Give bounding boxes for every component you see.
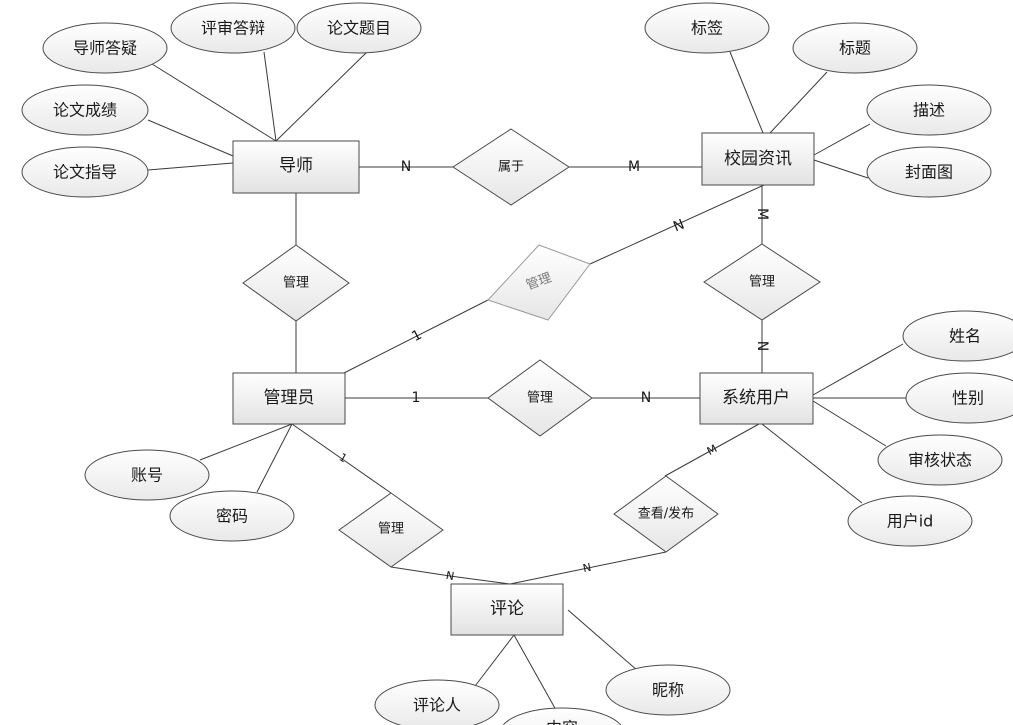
- edge-manage-comment: [390, 566, 511, 585]
- edge-user-review-status: [812, 400, 887, 447]
- attribute-cover-image: 封面图: [866, 146, 992, 198]
- attribute-thesis-title: 论文题目: [296, 2, 422, 54]
- relationship-manage-tutor: 管理: [242, 244, 350, 322]
- svg-text:论文成绩: 论文成绩: [53, 101, 117, 120]
- svg-text:性别: 性别: [952, 389, 984, 408]
- svg-text:账号: 账号: [131, 466, 163, 485]
- svg-text:审核状态: 审核状态: [908, 451, 972, 470]
- attribute-tag: 标签: [644, 2, 770, 54]
- edge-news-description: [813, 123, 871, 156]
- relationships: 属于 管理 管理 管理 管理 管理 查看/发布: [242, 128, 821, 568]
- svg-text:昵称: 昵称: [652, 681, 684, 700]
- card-user-view-m: M: [705, 442, 719, 458]
- edge-admin-manage-comment: [291, 423, 392, 494]
- attribute-gender: 性别: [905, 372, 1013, 424]
- svg-text:导师: 导师: [279, 156, 313, 176]
- edge-comment-nickname: [567, 609, 639, 672]
- entity-tutor: 导师: [232, 140, 360, 194]
- attribute-partial: 内容: [502, 707, 622, 725]
- relationship-view-publish: 查看/发布: [613, 475, 719, 553]
- entities: 导师 校园资讯 管理员 系统用户 评论: [232, 132, 815, 636]
- svg-text:标签: 标签: [691, 19, 723, 38]
- edge-manage-admin-diag: [343, 299, 489, 374]
- attribute-password: 密码: [169, 490, 295, 542]
- attribute-thesis-grade: 论文成绩: [21, 84, 149, 136]
- entity-comment: 评论: [450, 583, 564, 636]
- entity-news: 校园资讯: [701, 132, 815, 186]
- edge-tutor-thesis-grade: [147, 119, 234, 157]
- edge-user-name: [812, 343, 904, 396]
- svg-text:描述: 描述: [913, 101, 945, 120]
- card-belongs-news: M: [628, 159, 640, 175]
- card-tutor-belongs: N: [401, 159, 411, 175]
- svg-text:评论人: 评论人: [413, 696, 461, 715]
- svg-text:导师答疑: 导师答疑: [73, 39, 137, 58]
- svg-text:查看/发布: 查看/发布: [638, 506, 694, 522]
- edge-comment-commenter: [471, 634, 515, 691]
- edge-user-view: [664, 423, 760, 477]
- svg-text:论文题目: 论文题目: [327, 19, 391, 38]
- svg-text:评审答辩: 评审答辩: [201, 19, 265, 38]
- svg-text:密码: 密码: [216, 507, 248, 526]
- edge-news-title: [769, 71, 828, 134]
- card-news-vertical: M: [754, 208, 770, 220]
- edge-tutor-thesis-guidance: [147, 162, 234, 171]
- attribute-name: 姓名: [902, 310, 1013, 362]
- svg-text:管理: 管理: [283, 276, 309, 291]
- edge-admin-account: [199, 423, 293, 461]
- svg-text:校园资讯: 校园资讯: [724, 149, 792, 169]
- card-admin-user-n: N: [641, 390, 651, 406]
- attributes: 导师答疑 评审答辩 论文题目 论文成绩 论文指导 标签 标题 描述: [21, 2, 1013, 725]
- relationship-manage-user: 管理: [487, 359, 593, 437]
- svg-text:管理: 管理: [527, 391, 553, 406]
- edge-admin-password: [256, 423, 293, 493]
- connector-lines: [147, 51, 906, 711]
- edge-news-tag: [729, 51, 764, 134]
- card-comment-manage-n: N: [445, 569, 455, 583]
- attribute-commenter: 评论人: [374, 679, 500, 725]
- svg-text:管理员: 管理员: [264, 388, 315, 408]
- card-admin-user-1: 1: [412, 390, 421, 406]
- svg-text:标题: 标题: [839, 39, 871, 58]
- edge-view-comment: [509, 551, 667, 585]
- attribute-title: 标题: [792, 22, 918, 74]
- card-view-comment-n: N: [582, 561, 593, 575]
- edge-news-manage: [589, 184, 765, 265]
- svg-text:属于: 属于: [498, 160, 524, 175]
- edge-news-cover: [813, 159, 869, 179]
- card-news-manage: N: [671, 217, 687, 236]
- entity-admin: 管理员: [232, 372, 346, 425]
- relationship-manage-news: 管理: [487, 244, 591, 321]
- svg-text:论文指导: 论文指导: [53, 163, 117, 182]
- edge-user-id: [761, 423, 863, 504]
- svg-text:管理: 管理: [378, 522, 404, 537]
- svg-text:评论: 评论: [490, 599, 524, 619]
- attribute-thesis-guidance: 论文指导: [21, 146, 149, 198]
- svg-text:系统用户: 系统用户: [722, 388, 790, 408]
- relationship-manage-comment: 管理: [338, 492, 444, 568]
- relationship-manage-news-user: 管理: [703, 243, 821, 321]
- svg-text:内容: 内容: [546, 719, 578, 725]
- edge-tutor-review-defense: [263, 51, 277, 142]
- attribute-user-id: 用户id: [847, 495, 973, 547]
- svg-text:姓名: 姓名: [949, 327, 981, 346]
- svg-text:用户id: 用户id: [887, 512, 934, 531]
- attribute-tutor-qa: 导师答疑: [42, 22, 168, 74]
- svg-text:管理: 管理: [749, 275, 775, 290]
- relationship-belongs: 属于: [452, 128, 570, 206]
- attribute-account: 账号: [84, 449, 210, 501]
- card-manage-admin: 1: [409, 327, 424, 345]
- card-user-vertical: N: [754, 341, 770, 351]
- svg-text:封面图: 封面图: [905, 163, 953, 182]
- attribute-review-status: 审核状态: [877, 434, 1003, 486]
- entity-user: 系统用户: [699, 372, 814, 425]
- attribute-description: 描述: [866, 84, 992, 136]
- attribute-nickname: 昵称: [605, 664, 731, 716]
- edge-comment-partial: [513, 634, 557, 711]
- edge-tutor-thesis-title: [275, 51, 368, 142]
- attribute-review-defense: 评审答辩: [170, 2, 296, 54]
- edge-tutor-tutor-qa: [151, 63, 277, 142]
